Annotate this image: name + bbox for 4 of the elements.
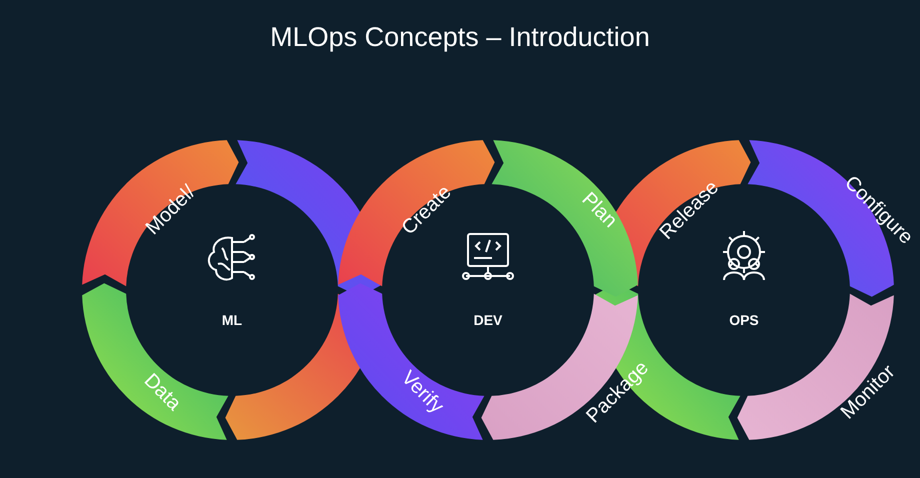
- diagram-title: MLOps Concepts – Introduction: [270, 22, 650, 53]
- hub-label: OPS: [729, 312, 759, 328]
- hub-label: DEV: [474, 312, 502, 328]
- hub-label: ML: [222, 312, 242, 328]
